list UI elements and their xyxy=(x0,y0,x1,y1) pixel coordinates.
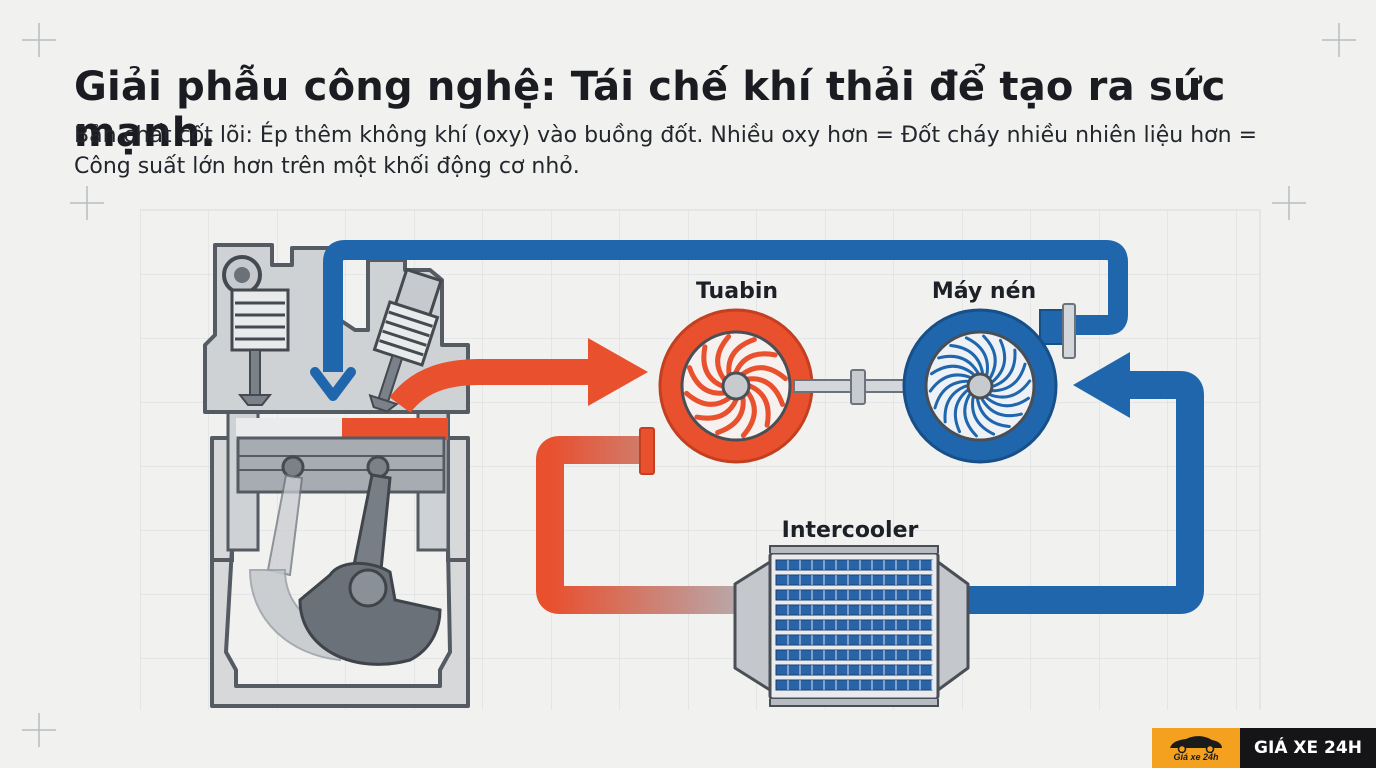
turbine-label: Tuabin xyxy=(696,279,778,304)
compressor xyxy=(902,303,1076,464)
compressor-blade xyxy=(963,393,978,438)
intercooler xyxy=(733,545,970,707)
compressor-label: Máy nén xyxy=(932,279,1036,304)
compressor-blade xyxy=(991,362,1027,393)
turbine-blade xyxy=(715,334,732,382)
intercooler-fin-row xyxy=(775,574,933,586)
compressor-blade xyxy=(937,354,980,374)
compressor-blade xyxy=(928,373,971,393)
intercooler-fin-row xyxy=(775,679,933,691)
brand-logo-text: Giá xe 24h xyxy=(1173,752,1219,762)
compressor-blade xyxy=(930,364,975,376)
intercooler-label: Intercooler xyxy=(782,518,919,543)
brand-name: GIÁ XE 24H xyxy=(1254,738,1362,758)
intercooler-fin-row xyxy=(775,604,933,616)
page-title: Giải phẫu công nghệ: Tái chế khí thải để… xyxy=(74,64,1226,156)
turbine-blade xyxy=(701,344,725,389)
turbine-blade xyxy=(684,390,732,407)
crosshair-marks xyxy=(22,23,1356,747)
page-subtitle: Bản chất cốt lõi: Ép thêm không khí (oxy… xyxy=(74,123,1258,179)
turbine-blade xyxy=(740,365,788,382)
compressor-blade xyxy=(949,343,984,374)
turbine-blade xyxy=(733,351,778,375)
brand-logo: Giá xe 24h xyxy=(1152,728,1240,768)
turbine-blade xyxy=(694,397,739,421)
compressor-blade xyxy=(992,348,1017,388)
intercooler-fin-row xyxy=(775,619,933,631)
hot-pipe-to-intercooler xyxy=(536,427,735,614)
compressor-blade xyxy=(933,379,969,410)
car-icon xyxy=(1170,736,1222,753)
compressor-blade xyxy=(991,338,1007,383)
brand-badge: Giá xe 24h GIÁ XE 24H xyxy=(1152,728,1376,768)
compressor-blade xyxy=(964,336,989,376)
exhaust-valve xyxy=(368,267,443,413)
compressor-blade xyxy=(953,389,969,434)
intake-valve xyxy=(222,255,290,406)
compressor-blade xyxy=(943,384,968,424)
turbine-blade xyxy=(726,337,757,377)
compressor-blade xyxy=(989,379,1032,399)
turbine-blade xyxy=(715,395,746,435)
compressor-blade xyxy=(980,398,1023,418)
intake-pipe-top xyxy=(310,240,1128,401)
compressor-blade xyxy=(985,396,1030,408)
intercooler-fin-row xyxy=(775,664,933,676)
intercooler-fin-row xyxy=(775,649,933,661)
exhaust-arrow xyxy=(389,338,648,414)
intercooler-fin-row xyxy=(775,559,933,571)
intercooler-fin-row xyxy=(775,589,933,601)
turbine-blade xyxy=(740,390,757,438)
turbine-blade xyxy=(745,376,785,407)
intercooler-fin-row xyxy=(775,634,933,646)
cold-pipe-to-compressor xyxy=(968,352,1204,614)
compressor-blade xyxy=(976,398,1011,429)
compressor-blade xyxy=(982,334,997,379)
compressor-blade xyxy=(971,396,996,436)
turbine-blade xyxy=(747,383,771,428)
turbine xyxy=(658,308,814,464)
turbine-blade xyxy=(687,365,727,396)
